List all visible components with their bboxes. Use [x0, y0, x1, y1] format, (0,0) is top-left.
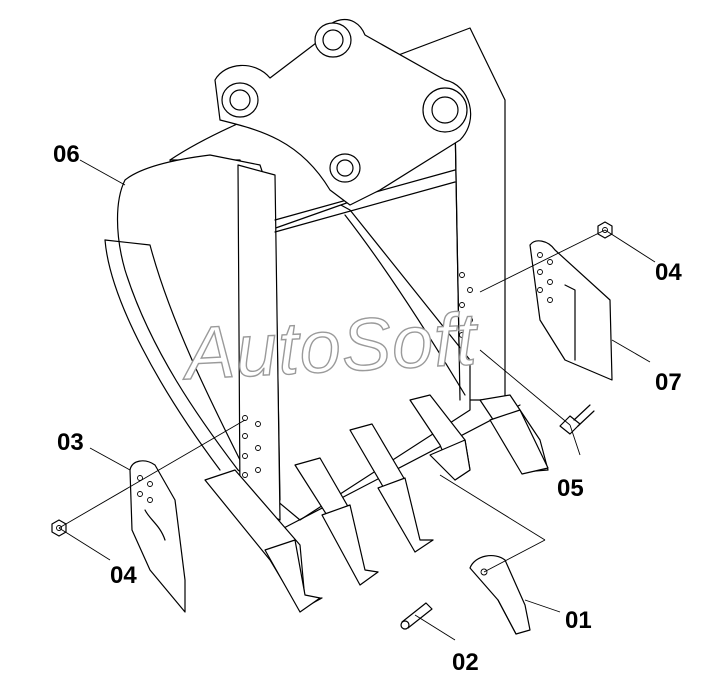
lug-bosses — [214, 18, 472, 206]
watermark-text: AutoSoft — [179, 297, 481, 395]
label-01: 01 — [565, 607, 592, 634]
label-03: 03 — [57, 429, 84, 456]
bucket-teeth — [204, 394, 549, 613]
part-labels: 01 02 03 04 04 05 06 07 — [53, 141, 682, 676]
label-02: 02 — [452, 649, 479, 676]
label-06: 06 — [53, 141, 80, 168]
loose-tooth-and-pin — [400, 554, 531, 635]
label-05: 05 — [557, 475, 584, 502]
label-04-right: 04 — [655, 259, 682, 286]
leader-lines — [58, 159, 656, 641]
bolt-holes — [242, 272, 473, 478]
side-cutter-right — [529, 240, 613, 381]
side-cutter-left — [129, 460, 186, 613]
label-04-left: 04 — [110, 562, 137, 589]
label-07: 07 — [655, 369, 682, 396]
